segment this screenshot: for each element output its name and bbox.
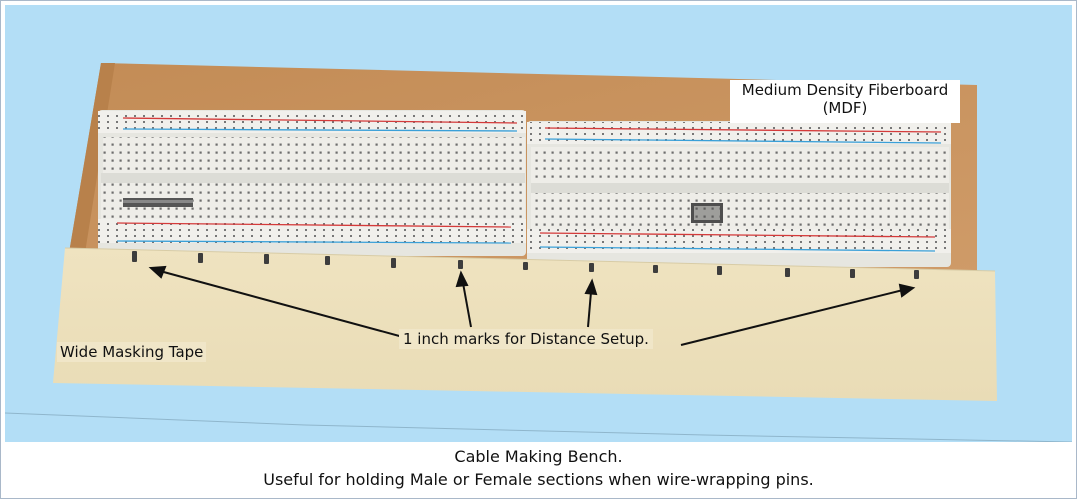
figure-caption: Cable Making Bench. Useful for holding M…	[1, 445, 1076, 491]
mdf-label: Medium Density Fiberboard (MDF)	[730, 80, 960, 123]
mdf-label-line2: (MDF)	[822, 99, 868, 117]
masking-tape	[53, 248, 997, 401]
bench-photo-graphic	[5, 5, 1072, 442]
masking-tape-label: Wide Masking Tape	[57, 342, 207, 362]
arrows	[148, 265, 916, 346]
caption-line1: Cable Making Bench.	[454, 447, 623, 466]
mdf-label-line1: Medium Density Fiberboard	[741, 81, 949, 99]
breadboard-left	[98, 110, 526, 256]
inch-marks-label: 1 inch marks for Distance Setup.	[399, 329, 653, 349]
breadboard-right	[527, 121, 951, 267]
bench-photo	[5, 5, 1072, 442]
caption-line2: Useful for holding Male or Female sectio…	[263, 470, 814, 489]
inch-marks	[132, 251, 919, 279]
